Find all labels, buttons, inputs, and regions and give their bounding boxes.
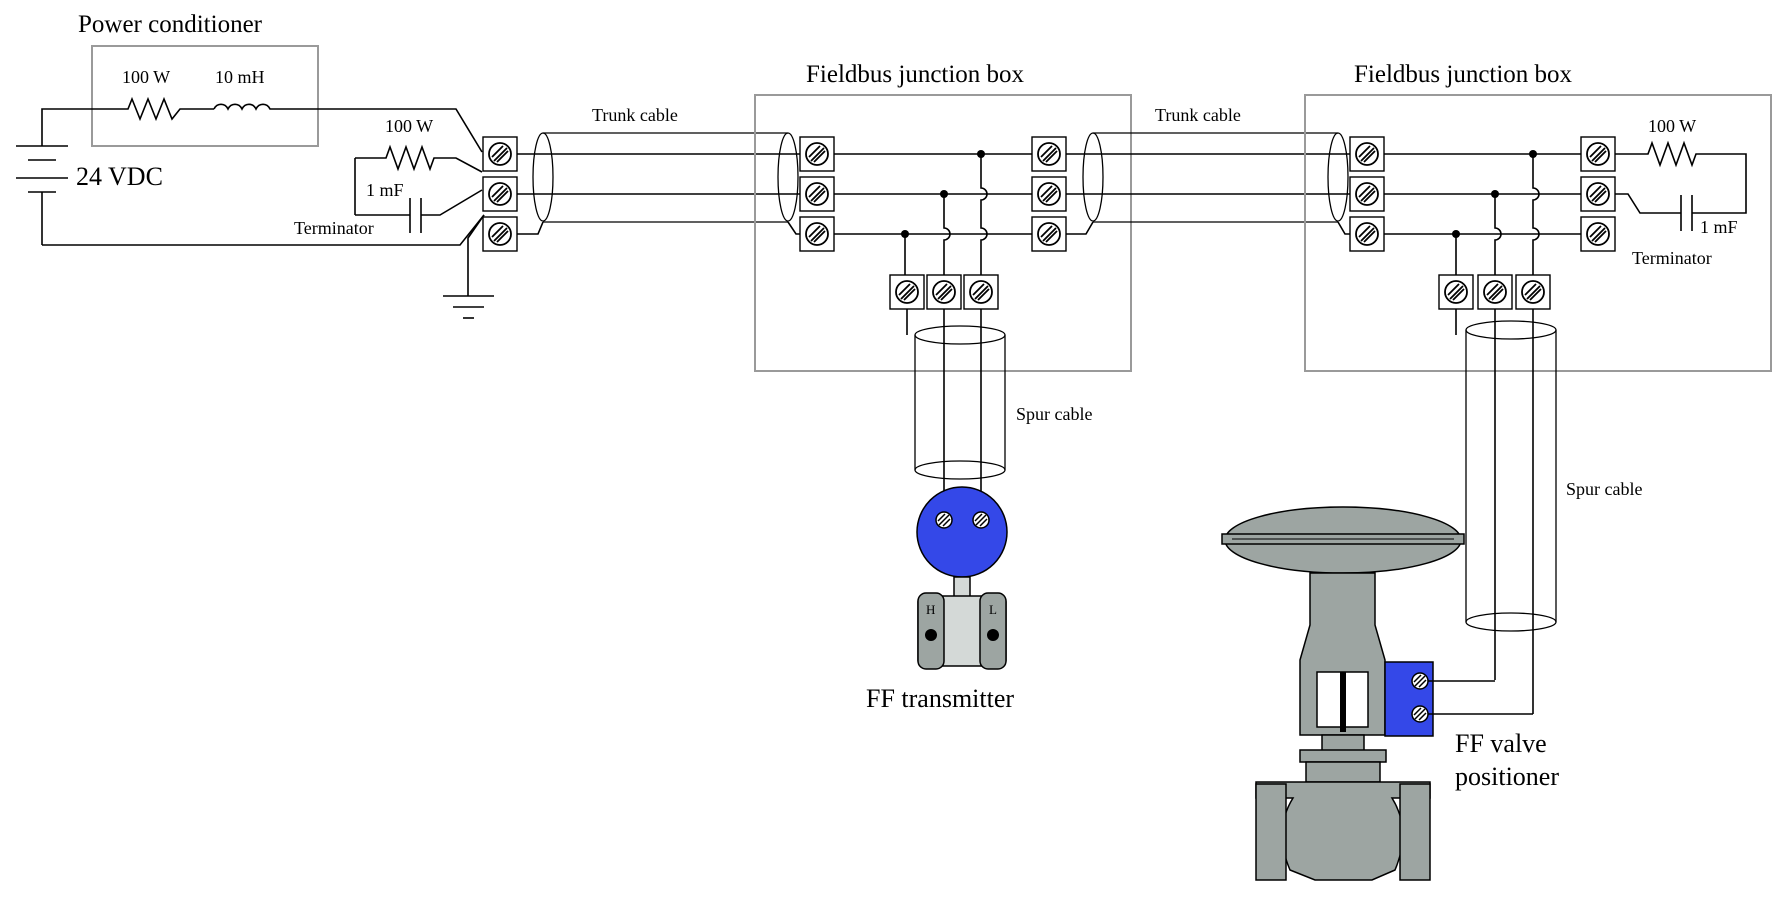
power-conditioner: Power conditioner 100 W 10 mH 24 VDC <box>16 11 485 246</box>
terminator-left-resistor-label: 100 W <box>385 116 433 136</box>
junction-box-1: Fieldbus junction box <box>754 61 1132 372</box>
conditioner-resistor-label: 100 W <box>122 67 170 87</box>
port-low-label: L <box>989 602 997 617</box>
trunk-cable-1-label: Trunk cable <box>592 105 678 125</box>
transmitter-label: FF transmitter <box>866 684 1014 713</box>
return-wire <box>42 214 485 246</box>
positioner-label-line2: positioner <box>1455 762 1559 791</box>
positioner-label-line1: FF valve <box>1455 729 1547 758</box>
terminator-left-label: Terminator <box>294 218 374 238</box>
spur-cable-2-label: Spur cable <box>1566 479 1642 499</box>
ff-transmitter: H L FF transmitter <box>866 486 1014 713</box>
conditioner-inductor-label: 10 mH <box>215 67 265 87</box>
ground-symbol <box>443 214 494 319</box>
power-conditioner-enclosure <box>91 45 319 147</box>
battery-24vdc: 24 VDC <box>16 140 163 245</box>
power-conditioner-label: Power conditioner <box>78 11 263 38</box>
transmitter-head <box>916 486 1008 578</box>
terminator-right: 100 W 1 mF Terminator <box>1615 116 1747 268</box>
terminator-right-capacitor-label: 1 mF <box>1700 217 1738 237</box>
trunk-cable-1: Trunk cable <box>517 105 800 235</box>
terminator-left: 100 W 1 mF Terminator <box>294 116 483 238</box>
terminator-right-resistor-label: 100 W <box>1648 116 1696 136</box>
valve-positioner-box <box>1384 661 1434 737</box>
control-valve: FF valve positioner <box>1221 506 1559 881</box>
terminator-right-label: Terminator <box>1632 248 1712 268</box>
spur-cable-1-label: Spur cable <box>1016 404 1092 424</box>
supply-voltage-label: 24 VDC <box>76 162 163 191</box>
port-high-label: H <box>926 602 935 617</box>
terminator-left-capacitor-label: 1 mF <box>366 180 404 200</box>
spur-cable-2: Spur cable <box>1455 309 1642 714</box>
junction-box-2-label: Fieldbus junction box <box>1354 61 1573 88</box>
junction-box-2: Fieldbus junction box <box>1304 61 1772 372</box>
conditioner-resistor <box>41 96 214 140</box>
trunk-cable-2-label: Trunk cable <box>1155 105 1241 125</box>
trunk-cable-2: Trunk cable <box>1066 105 1350 235</box>
conditioner-inductor <box>213 103 483 153</box>
junction-box-1-label: Fieldbus junction box <box>806 61 1025 88</box>
left-terminal-strip <box>482 136 518 252</box>
spur-cable-1: Spur cable <box>906 309 1092 520</box>
